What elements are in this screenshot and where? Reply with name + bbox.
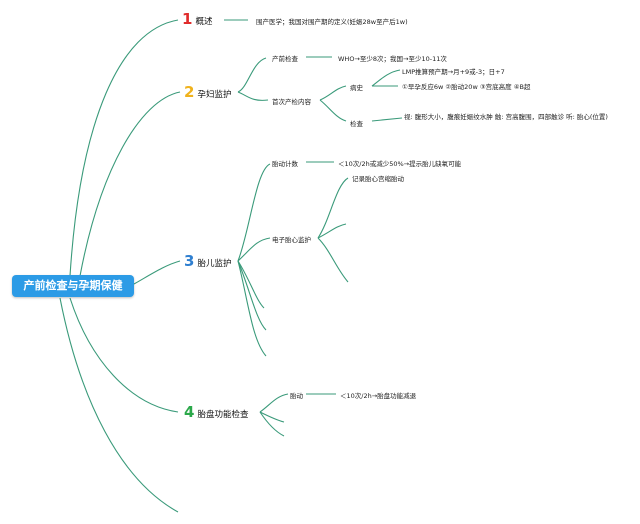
node-prenatal-check[interactable]: 产前检查 xyxy=(272,55,298,63)
node-efm[interactable]: 电子胎心监护 xyxy=(272,236,311,244)
branch-overview[interactable]: 1 概述 xyxy=(180,10,215,28)
branch-number: 2 xyxy=(184,83,195,101)
node-lmp[interactable]: LMP推算预产期→月+9或-3；日+7 xyxy=(402,68,505,76)
node-exam-detail[interactable]: 视: 腹形大小，腹痕妊娠纹水肿 触: 宫高腹围，四部触诊 听: 胎心(位置) xyxy=(404,113,608,121)
branch-number: 3 xyxy=(184,252,195,270)
node-fetal-movement-count[interactable]: 胎动计数 xyxy=(272,160,298,168)
branch-number: 1 xyxy=(182,10,193,28)
branch-maternal-monitoring[interactable]: 2 孕妇监护 xyxy=(182,83,234,101)
node-placental-rule[interactable]: ＜10次/2h→胎盘功能减退 xyxy=(340,392,417,400)
node-efm-record[interactable]: 记录胎心宫缩胎动 xyxy=(352,175,404,183)
node-fetal-movement[interactable]: 胎动 xyxy=(290,392,303,400)
node-fetal-movement-rule[interactable]: ＜10次/2h或减少50%→提示胎儿缺氧可能 xyxy=(338,160,462,168)
overview-note[interactable]: 围产医学；我国对围产期的定义(妊娠28w至产后1w) xyxy=(256,18,408,26)
branch-label: 孕妇监护 xyxy=(197,90,232,100)
branch-label: 胎儿监护 xyxy=(197,259,232,269)
node-signs[interactable]: ①早孕反应6w ②胎动20w ③宫底高度 ④B超 xyxy=(402,83,531,91)
node-prenatal-count[interactable]: WHO→至少8次；我国→至少10-11次 xyxy=(338,55,447,63)
node-first-visit[interactable]: 首次产检内容 xyxy=(272,98,311,106)
branch-placental-function[interactable]: 4 胎盘功能检查 xyxy=(182,403,251,421)
branch-label: 胎盘功能检查 xyxy=(197,410,249,420)
root-topic[interactable]: 产前检查与孕期保健 xyxy=(12,275,134,297)
node-exam[interactable]: 检查 xyxy=(350,120,363,128)
branch-number: 4 xyxy=(184,403,195,421)
node-history[interactable]: 病史 xyxy=(350,84,363,92)
branch-fetal-monitoring[interactable]: 3 胎儿监护 xyxy=(182,252,234,270)
branch-label: 概述 xyxy=(195,17,213,27)
